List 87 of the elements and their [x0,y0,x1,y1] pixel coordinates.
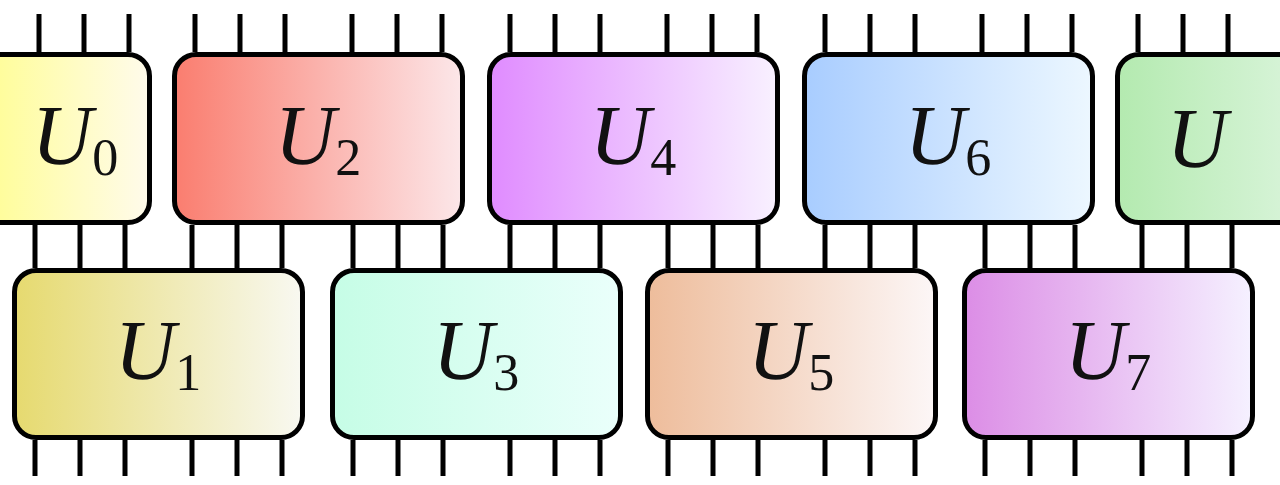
tensor-leg [1027,225,1033,268]
tensor-box [645,268,938,440]
tensor-leg [597,440,603,476]
tensor-leg [1184,440,1190,476]
tensor-box [12,268,305,440]
tensor-leg [982,225,988,268]
tensor-leg [867,440,873,476]
tensor-leg [126,14,132,52]
tensor-leg [440,225,446,268]
tensor-leg [710,440,716,476]
tensor-leg [1180,14,1186,52]
tensor-leg [822,225,828,268]
tensor-label: U$_{5}$ [747,308,835,400]
tensor-leg [234,225,240,268]
tensor-leg [754,14,760,52]
tensor-leg [822,440,828,476]
tensor-leg [81,14,87,52]
tensor-label: U$_{3}$ [432,308,520,400]
tensor-leg [1229,440,1235,476]
tensor-leg [1225,14,1231,52]
tensor-box [330,268,623,440]
tensor-leg [192,14,198,52]
tensor-leg [189,440,195,476]
tensor-leg [1069,14,1075,52]
tensor-leg [1139,225,1145,268]
tensor-leg [77,225,83,268]
tensor-leg [77,440,83,476]
tensor-box [962,268,1255,440]
tensor-label: U$_{6}$ [904,93,992,184]
tensor-label: U$_{2}$ [274,93,362,184]
tensor-leg [755,225,761,268]
tensor-leg [282,14,288,52]
tensor-leg [189,225,195,268]
tensor-leg [440,440,446,476]
tensor-leg [1184,225,1190,268]
tensor-leg [597,225,603,268]
tensor-label: U$_{0}$ [31,93,119,184]
tensor-leg [395,440,401,476]
tensor-leg [349,14,355,52]
tensor-leg [439,14,445,52]
tensor-leg [867,14,873,52]
tensor-leg [982,440,988,476]
tensor-leg [664,14,670,52]
tensor-leg [507,14,513,52]
tensor-leg [1072,225,1078,268]
tensor-leg [552,440,558,476]
tensor-label: U$_{4}$ [589,93,677,184]
tensor-leg [32,440,38,476]
tensor-leg [279,225,285,268]
tensor-label: U$_{1}$ [114,308,202,400]
tensor-leg [1024,14,1030,52]
tensor-leg [36,14,42,52]
tensor-leg [597,14,603,52]
tensor-leg [867,225,873,268]
tensor-box [172,52,465,225]
tensor-leg [552,225,558,268]
tensor-leg [912,14,918,52]
tensor-leg [1229,225,1235,268]
tensor-leg [1027,440,1033,476]
tensor-leg [912,440,918,476]
tensor-leg [237,14,243,52]
tensor-leg [507,440,513,476]
tensor-leg [394,14,400,52]
tensor-leg [755,440,761,476]
tensor-leg [1072,440,1078,476]
tensor-leg [395,225,401,268]
tensor-leg [1135,14,1141,52]
tensor-leg [350,440,356,476]
tensor-leg [122,440,128,476]
tensor-box [487,52,780,225]
tensor-box [802,52,1095,225]
tensor-leg [507,225,513,268]
tensor-label: U$_{7}$ [1064,308,1152,400]
tensor-leg [912,225,918,268]
tensor-leg [279,440,285,476]
tensor-leg [122,225,128,268]
tensor-leg [1139,440,1145,476]
tensor-leg [710,225,716,268]
tensor-leg [234,440,240,476]
tensor-leg [32,225,38,268]
tensor-leg [665,440,671,476]
tensor-leg [979,14,985,52]
tensor-leg [822,14,828,52]
tensor-leg [665,225,671,268]
tensor-leg [350,225,356,268]
tensor-leg [552,14,558,52]
tensor-leg [709,14,715,52]
